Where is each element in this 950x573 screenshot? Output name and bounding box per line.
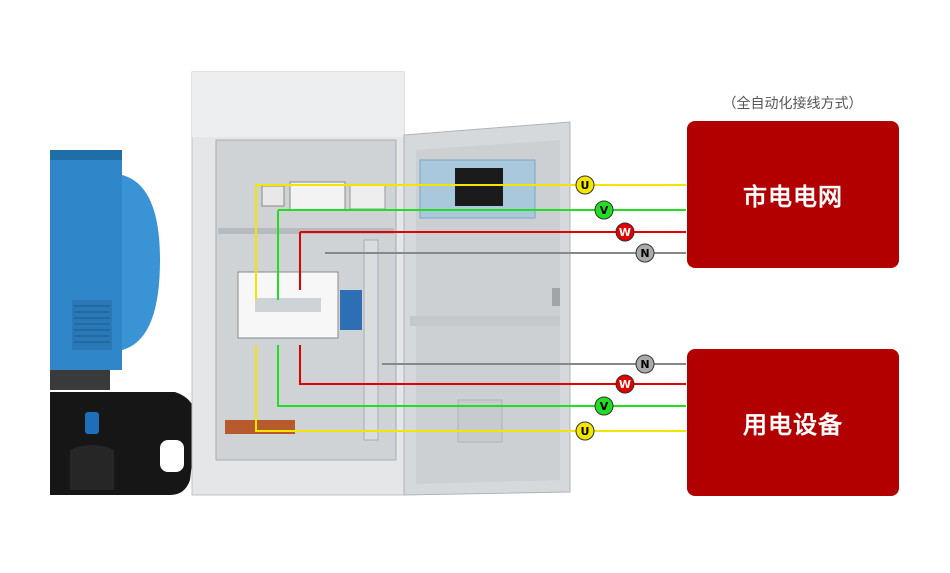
load-equipment-box: 用电设备 <box>687 349 899 496</box>
door-stiffener <box>410 316 560 326</box>
badge-w-load-label: W <box>619 378 631 391</box>
badge-w-grid: W <box>615 222 635 242</box>
badge-u-grid-label: U <box>581 179 590 192</box>
badge-n-grid-label: N <box>640 247 649 260</box>
generator-badge-icon <box>85 412 99 434</box>
ats-handle <box>255 298 321 312</box>
wire-u-load <box>255 345 686 432</box>
load-equipment-label: 用电设备 <box>743 411 843 439</box>
badge-v-grid-label: V <box>600 204 609 217</box>
badge-v-load: V <box>594 396 614 416</box>
cable-duct <box>363 239 379 441</box>
badge-u-load-label: U <box>581 425 590 438</box>
cabinet-top <box>192 72 404 137</box>
badge-n-load: N <box>635 354 655 374</box>
badge-v-grid: V <box>594 200 614 220</box>
controller-board <box>455 168 503 206</box>
door-inner <box>416 140 560 484</box>
generator-top-band <box>50 150 122 160</box>
utility-grid-box: 市电电网 <box>687 121 899 268</box>
terminal-block <box>261 185 285 207</box>
generator-endcap <box>122 175 160 350</box>
generator-mount <box>50 370 110 390</box>
badge-u-load: U <box>575 421 595 441</box>
ats-controller <box>340 290 362 330</box>
badge-w-grid-label: W <box>619 226 631 239</box>
badge-w-load: W <box>615 374 635 394</box>
badge-n-load-label: N <box>640 358 649 371</box>
wire-v-load <box>277 345 686 407</box>
wiring-mode-caption: （全自动化接线方式） <box>722 96 863 112</box>
controller-module <box>289 181 346 211</box>
utility-grid-label: 市电电网 <box>743 183 843 211</box>
cabinet-door <box>403 121 571 496</box>
badge-u-grid: U <box>575 175 595 195</box>
generator-vent-grille <box>74 305 110 343</box>
load-wires <box>255 345 686 432</box>
generator-base-slot <box>160 440 184 472</box>
badge-n-grid: N <box>635 243 655 263</box>
door-handle <box>552 288 560 306</box>
phase-badges: U V W N N W V <box>575 175 655 441</box>
generator-foot <box>70 445 114 490</box>
mini-breakers <box>349 184 386 210</box>
wire-w-load <box>299 345 686 385</box>
generator <box>50 150 197 495</box>
badge-v-load-label: V <box>600 400 609 413</box>
